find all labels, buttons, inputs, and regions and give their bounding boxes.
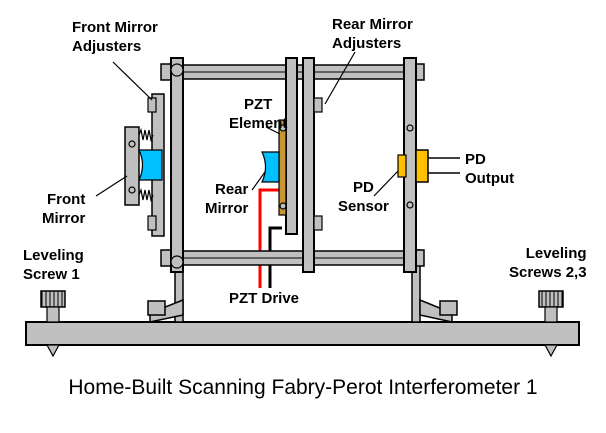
leader-lines [95, 51, 399, 197]
label-leveling-screw-1: Leveling Screw 1 [23, 247, 84, 283]
bracket-screw-right [439, 300, 458, 316]
middle-plate-right [302, 57, 315, 273]
label-pzt-element: PZT Element [229, 96, 288, 132]
adjuster-knob [170, 63, 184, 77]
spring-top [138, 127, 154, 143]
front-plate [170, 57, 184, 273]
leveling-screw-1 [40, 290, 66, 358]
black-wire [268, 226, 282, 288]
base-plate [25, 321, 580, 346]
pzt-element [278, 119, 287, 216]
label-front-mirror-adjusters: Front Mirror Adjusters [72, 19, 158, 55]
adjuster-knob [170, 255, 184, 269]
rod-nut [160, 249, 172, 267]
label-rear-mirror: Rear Mirror [205, 181, 249, 217]
bottom-rods [169, 250, 416, 266]
label-front-mirror: Front Mirror [42, 191, 86, 227]
rear-mirror-glass [261, 151, 280, 183]
rear-mirror-assembly [261, 97, 323, 231]
pd-sensor [397, 124, 460, 209]
label-pd-output: PD Output [465, 151, 515, 187]
bracket-screw-left [147, 300, 166, 316]
front-mirror-mount [124, 93, 165, 237]
leveling-screw-2 [538, 290, 564, 358]
middle-plate-left [285, 57, 298, 235]
label-pzt-drive: PZT Drive [229, 290, 300, 307]
spring-bottom [138, 187, 154, 203]
label-rear-mirror-adjusters: Rear Mirror Adjusters [332, 16, 413, 52]
diagram-caption: Home-Built Scanning Fabry-Perot Interfer… [68, 376, 538, 399]
label-pd-sensor: PD Sensor [338, 179, 389, 215]
label-leveling-screws-23: Leveling Screws 2,3 [509, 245, 587, 281]
rod-nut [160, 63, 172, 81]
front-mirror-glass [138, 149, 163, 181]
